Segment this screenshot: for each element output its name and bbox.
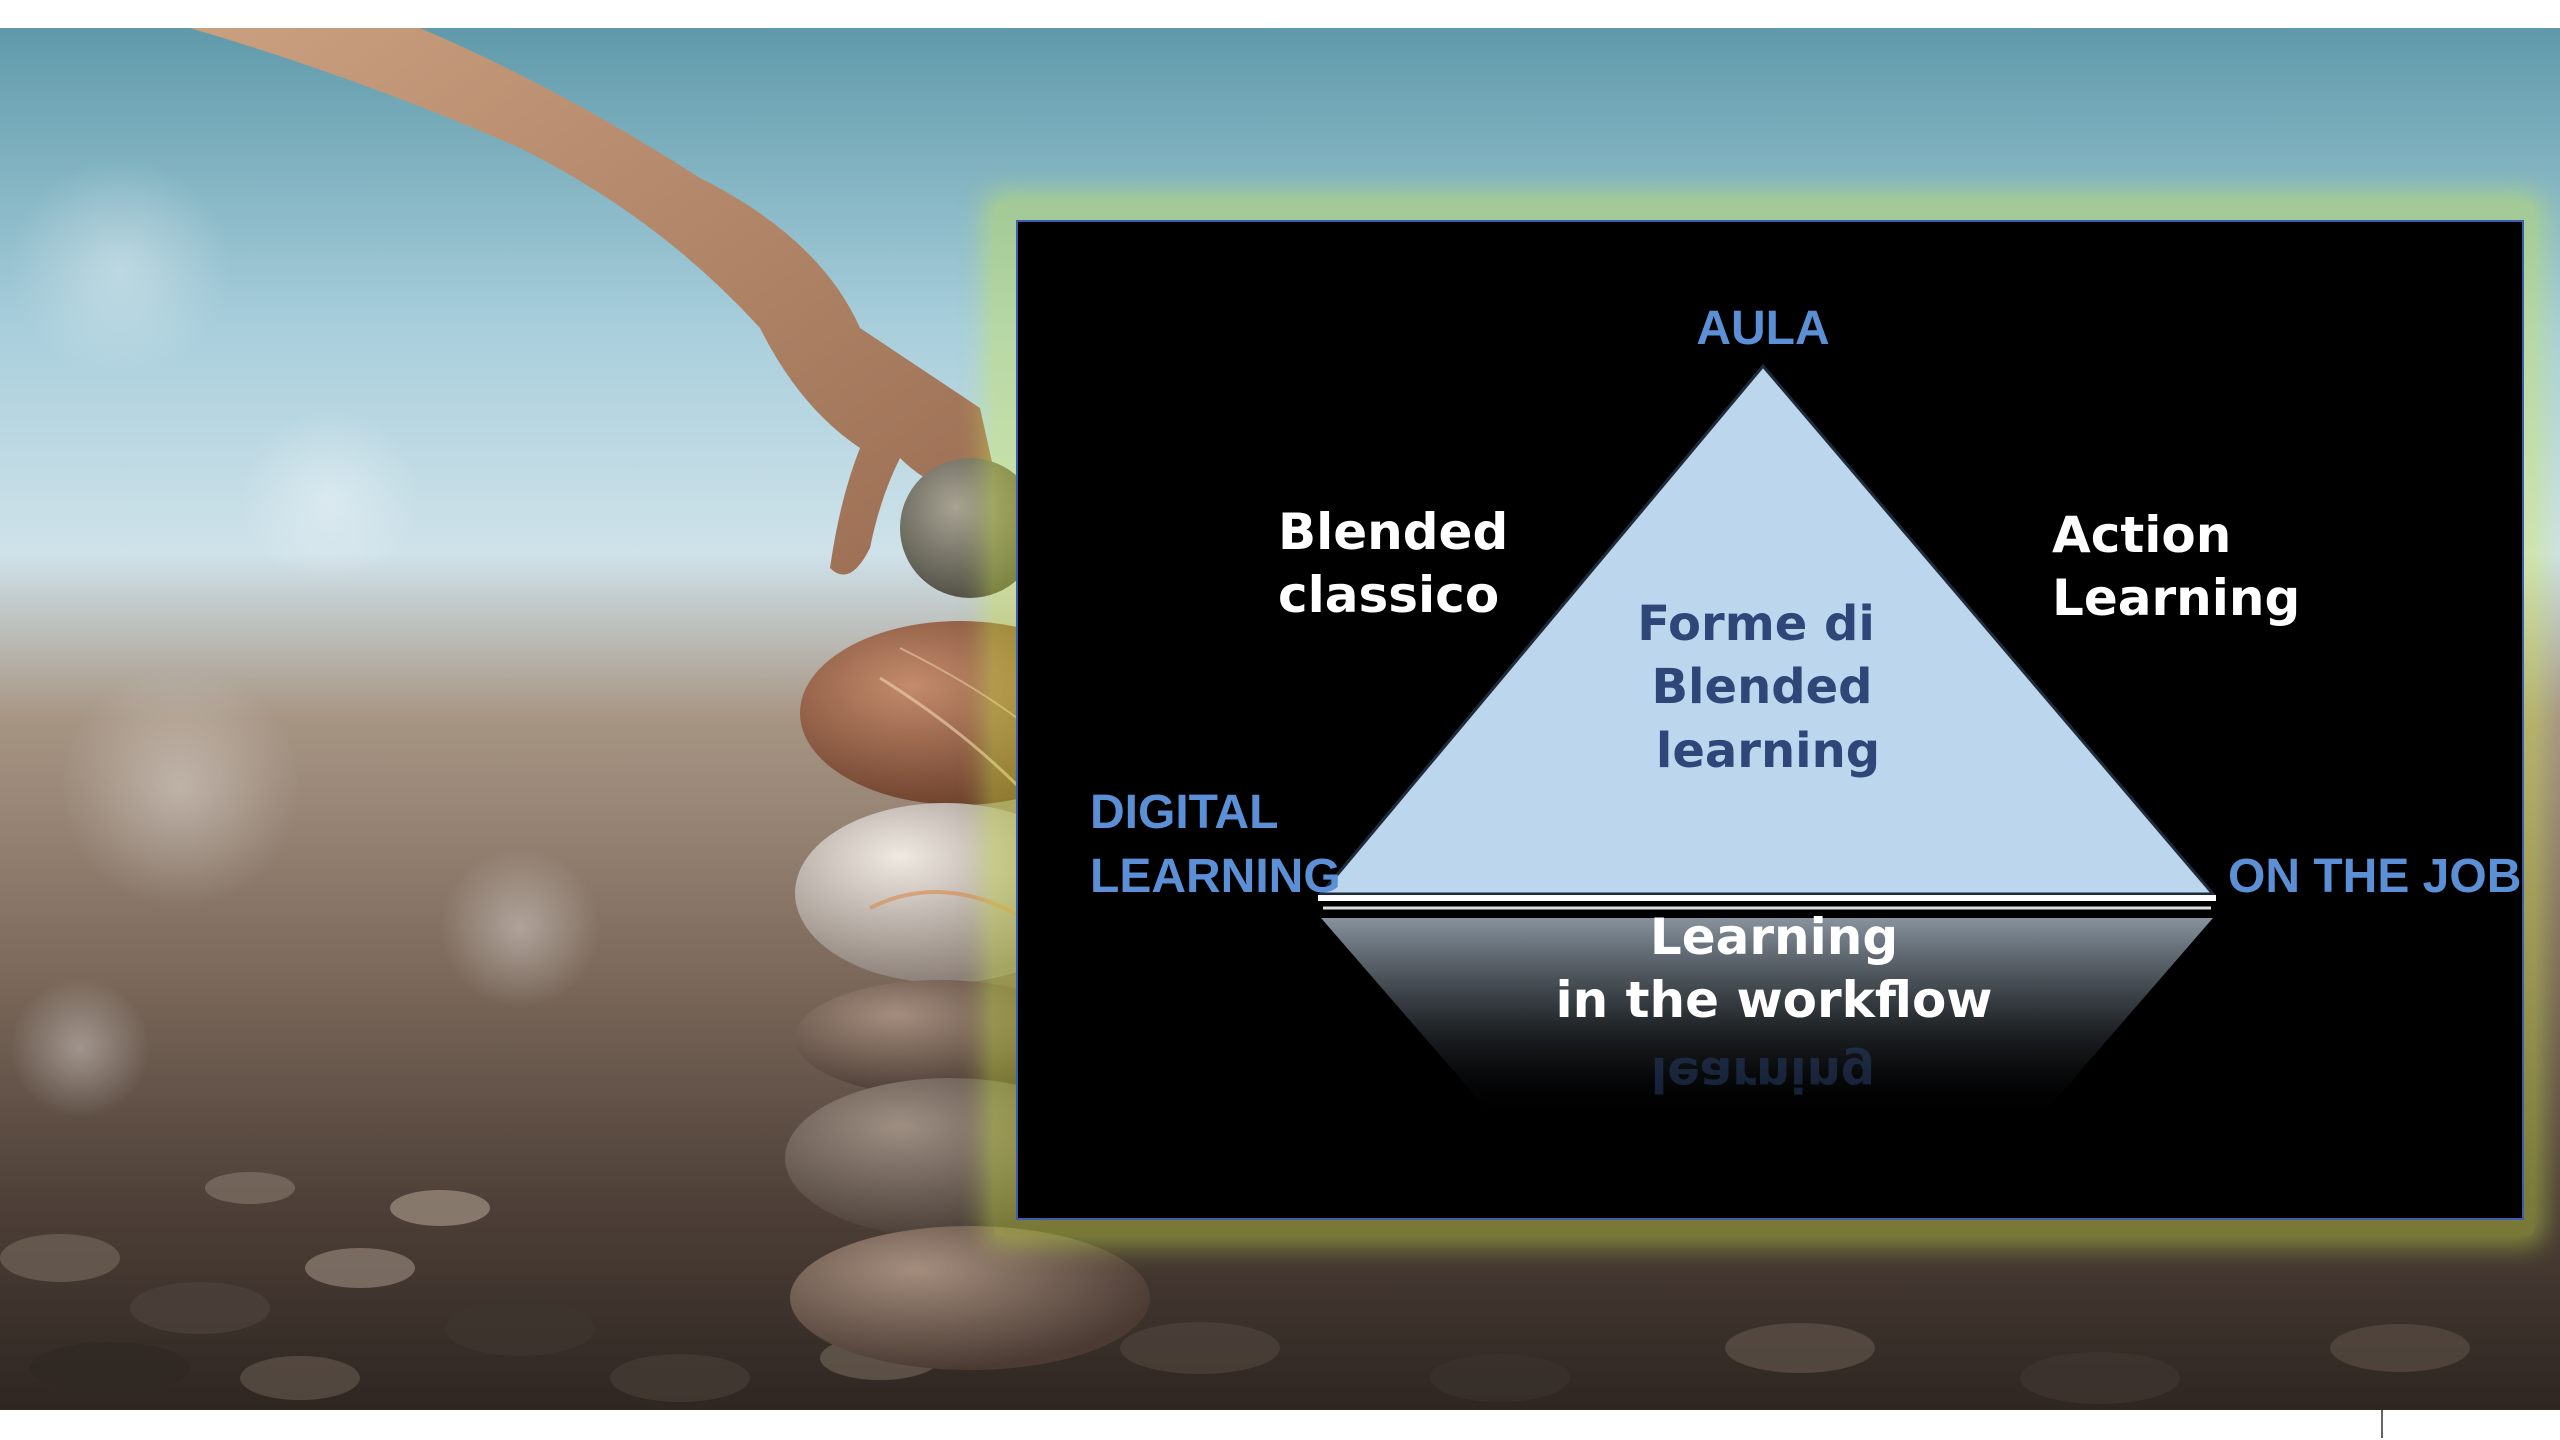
vertex-label-top: AULA bbox=[1696, 302, 1829, 355]
triangle-reflection bbox=[1321, 918, 2213, 1122]
side-label-right-line1: Action bbox=[2052, 506, 2231, 564]
bottom-label-line1: Learning bbox=[1650, 908, 1898, 966]
center-label-line1: Forme di bbox=[1637, 596, 1875, 652]
bottom-label-line2: in the workflow bbox=[1555, 971, 1992, 1029]
side-label-right-line2: Learning bbox=[2052, 569, 2300, 627]
vertex-label-left-line1: DIGITAL bbox=[1090, 786, 1278, 839]
blended-learning-triangle-diagram: learning AULA DIGITAL LEARNING ON THE JO… bbox=[1090, 302, 2521, 1122]
side-label-left-line2: classico bbox=[1278, 566, 1499, 624]
center-label-line2: Blended bbox=[1651, 659, 1872, 715]
svg-text:learning: learning bbox=[1651, 1046, 1875, 1102]
triangle-shape bbox=[1317, 363, 2217, 896]
vertex-label-right: ON THE JOB bbox=[2228, 850, 2521, 903]
reflection-text: learning bbox=[1651, 1046, 1875, 1102]
center-label-line3: learning bbox=[1656, 723, 1880, 779]
blended-learning-slide: learning AULA DIGITAL LEARNING ON THE JO… bbox=[1016, 220, 2524, 1220]
footer-divider bbox=[2381, 1410, 2383, 1438]
vertex-label-left-line2: LEARNING bbox=[1090, 850, 1341, 903]
side-label-left-line1: Blended bbox=[1278, 503, 1508, 561]
